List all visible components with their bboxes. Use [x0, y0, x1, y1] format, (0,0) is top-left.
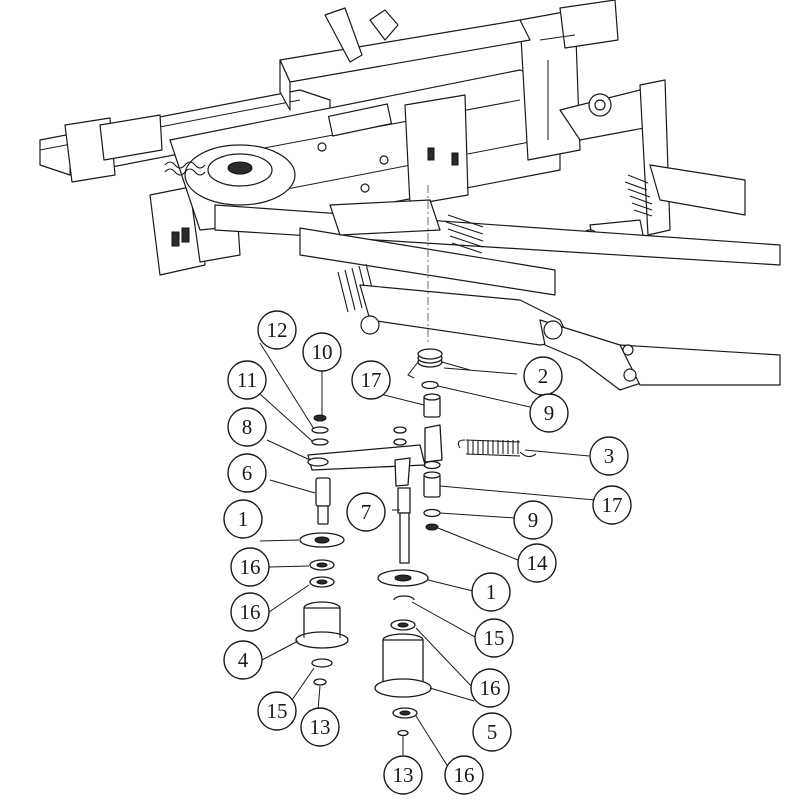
callout-5: 5 — [472, 712, 512, 752]
callout-9-lower: 9 — [513, 500, 553, 540]
callout-1-lower: 1 — [471, 572, 511, 612]
extension-spring-3 — [457, 439, 537, 458]
frame-spring-centre — [445, 214, 484, 254]
callout-10: 10 — [302, 332, 342, 372]
callout-12: 12 — [257, 310, 297, 350]
frame-spring-left — [164, 161, 206, 176]
svg-text:4: 4 — [238, 648, 249, 672]
svg-text:16: 16 — [240, 600, 261, 624]
svg-text:13: 13 — [310, 715, 331, 739]
callout-16-right-lower: 16 — [444, 755, 484, 795]
callout-17-lower: 17 — [592, 485, 632, 525]
callout-2: 2 — [523, 356, 563, 396]
callout-6: 6 — [227, 453, 267, 493]
svg-text:16: 16 — [480, 676, 501, 700]
svg-text:16: 16 — [240, 555, 261, 579]
callout-4: 4 — [223, 640, 263, 680]
svg-text:11: 11 — [237, 368, 257, 392]
svg-text:8: 8 — [242, 415, 253, 439]
svg-text:9: 9 — [528, 508, 539, 532]
callout-11: 11 — [227, 360, 267, 400]
svg-text:9: 9 — [544, 401, 555, 425]
callout-8: 8 — [227, 407, 267, 447]
svg-text:3: 3 — [604, 444, 615, 468]
svg-text:17: 17 — [602, 493, 623, 517]
callout-7: 7 — [346, 492, 386, 532]
callout-9-upper: 9 — [529, 393, 569, 433]
svg-text:10: 10 — [312, 340, 333, 364]
mower-frame-assembly — [39, 0, 781, 391]
svg-text:13: 13 — [393, 763, 414, 787]
callout-13-right: 13 — [383, 755, 423, 795]
svg-text:1: 1 — [238, 507, 249, 531]
svg-text:15: 15 — [267, 699, 288, 723]
callout-13-left: 13 — [300, 707, 340, 747]
svg-text:2: 2 — [538, 364, 549, 388]
callout-1-upper: 1 — [223, 499, 263, 539]
svg-text:14: 14 — [527, 551, 549, 575]
callout-14: 14 — [517, 543, 557, 583]
leader-lines — [259, 342, 596, 771]
frame-spring-lower — [337, 263, 377, 313]
callout-17-upper: 17 — [351, 360, 391, 400]
svg-text:6: 6 — [242, 461, 253, 485]
svg-text:15: 15 — [484, 626, 505, 650]
callout-16-left-lower: 16 — [230, 592, 270, 632]
callout-15-left: 15 — [257, 691, 297, 731]
svg-text:5: 5 — [487, 720, 498, 744]
svg-text:12: 12 — [267, 318, 288, 342]
callout-16-left-upper: 16 — [230, 547, 270, 587]
svg-text:16: 16 — [454, 763, 475, 787]
callout-15-right: 15 — [474, 618, 514, 658]
callout-16-right-upper: 16 — [470, 668, 510, 708]
exploded-parts — [295, 348, 537, 737]
svg-text:17: 17 — [361, 368, 382, 392]
svg-text:7: 7 — [361, 500, 372, 524]
callout-3: 3 — [589, 436, 629, 476]
svg-text:1: 1 — [486, 580, 497, 604]
frame-spring-right — [624, 174, 653, 217]
